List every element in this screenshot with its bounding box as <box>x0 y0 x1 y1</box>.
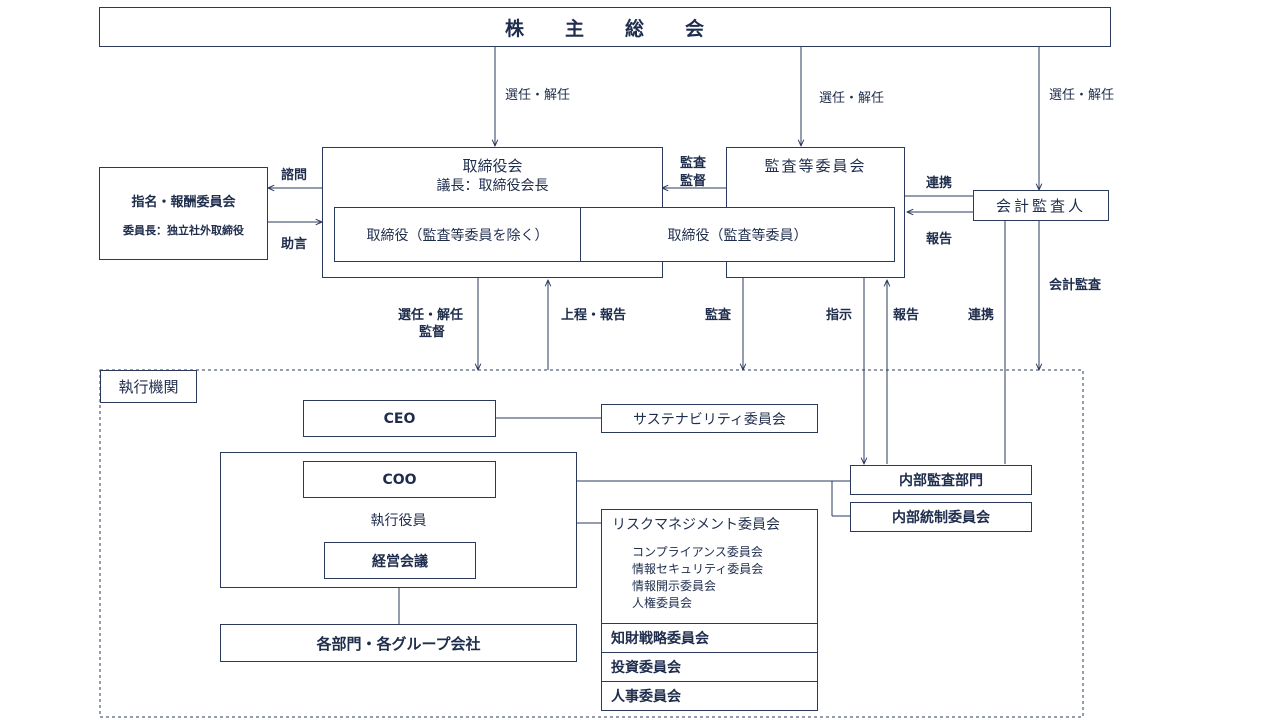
nomination-title: 指名・報酬委員会 <box>131 195 236 210</box>
label-elect-3: 選任・解任 <box>1049 88 1115 103</box>
risk-sub-disclosure: 情報開示委員会 <box>632 579 717 593</box>
invest-committee-box <box>601 652 818 682</box>
hr-committee-box <box>601 681 818 711</box>
risk-sub-security: 情報セキュリティ委員会 <box>632 562 764 576</box>
label-audit: 監査 <box>705 308 732 323</box>
label-elect-supervise-1: 選任・解任 <box>398 308 464 323</box>
label-report-top: 報告 <box>926 232 953 247</box>
board-title: 取締役会 <box>462 157 523 175</box>
label-accounting-audit: 会計監査 <box>1049 278 1102 293</box>
risk-sub-human-rights: 人権委員会 <box>632 596 693 610</box>
board-chair: 議長：取締役会長 <box>436 178 549 194</box>
invest-committee-label: 投資委員会 <box>611 660 681 676</box>
directors-label: 取締役（監査等委員を除く） <box>366 227 549 244</box>
label-audit-supervise-1: 監査 <box>680 156 707 171</box>
nomination-box <box>99 167 268 260</box>
risk-sub-compliance: コンプライアンス委員会 <box>632 545 763 559</box>
label-elect-1: 選任・解任 <box>505 88 571 103</box>
hr-committee-label: 人事委員会 <box>611 689 681 705</box>
coo-box: COO <box>303 461 496 498</box>
audit-directors-box: 取締役（監査等委員） <box>580 207 895 262</box>
label-elect-2: 選任・解任 <box>819 91 885 106</box>
label-consult: 諮問 <box>281 168 308 183</box>
label-instruct: 指示 <box>826 308 853 323</box>
shareholders-meeting-label: 株 主 総 会 <box>504 17 705 40</box>
risk-committee-box <box>601 509 818 624</box>
internal-control-box: 内部統制委員会 <box>850 502 1032 532</box>
mgmt-meeting-box: 経営会議 <box>324 542 476 579</box>
label-submit-report: 上程・報告 <box>561 308 627 323</box>
accounting-auditor-box: 会計監査人 <box>973 190 1109 221</box>
risk-committee-label: リスクマネジメント委員会 <box>612 517 780 533</box>
label-cooperation: 連携 <box>968 308 995 323</box>
exec-region <box>99 369 1084 718</box>
internal-audit-box: 内部監査部門 <box>850 465 1032 495</box>
ip-committee-box <box>601 623 818 653</box>
internal-audit-label: 内部監査部門 <box>899 473 983 489</box>
depts-box: 各部門・各グループ会社 <box>220 624 577 662</box>
label-audit-supervise-2: 監督 <box>680 174 707 189</box>
ceo-box: CEO <box>303 400 496 437</box>
nomination-chair: 委員長：独立社外取締役 <box>123 224 244 237</box>
exec-title-box: 執行機関 <box>100 370 197 403</box>
ceo-label: CEO <box>383 410 416 427</box>
mgmt-meeting-label: 経営会議 <box>372 553 428 570</box>
shareholders-meeting-box: 株 主 総 会 <box>99 7 1111 47</box>
label-cooperation-top: 連携 <box>926 176 953 191</box>
coo-label: COO <box>382 471 417 488</box>
sustainability-label: サステナビリティ委員会 <box>633 411 786 428</box>
exec-title: 執行機関 <box>118 378 179 396</box>
ip-committee-label: 知財戦略委員会 <box>611 631 709 647</box>
audit-committee-title: 監査等委員会 <box>764 157 867 175</box>
accounting-auditor-label: 会計監査人 <box>995 197 1086 215</box>
label-advice: 助言 <box>281 237 308 252</box>
directors-box: 取締役（監査等委員を除く） <box>334 207 581 262</box>
internal-control-label: 内部統制委員会 <box>892 510 990 526</box>
officers-label: 執行役員 <box>370 513 427 529</box>
audit-directors-label: 取締役（監査等委員） <box>667 227 808 244</box>
sustainability-box: サステナビリティ委員会 <box>601 404 818 433</box>
depts-label: 各部門・各グループ会社 <box>316 634 481 653</box>
label-elect-supervise-2: 監督 <box>419 325 446 340</box>
label-report: 報告 <box>893 308 920 323</box>
